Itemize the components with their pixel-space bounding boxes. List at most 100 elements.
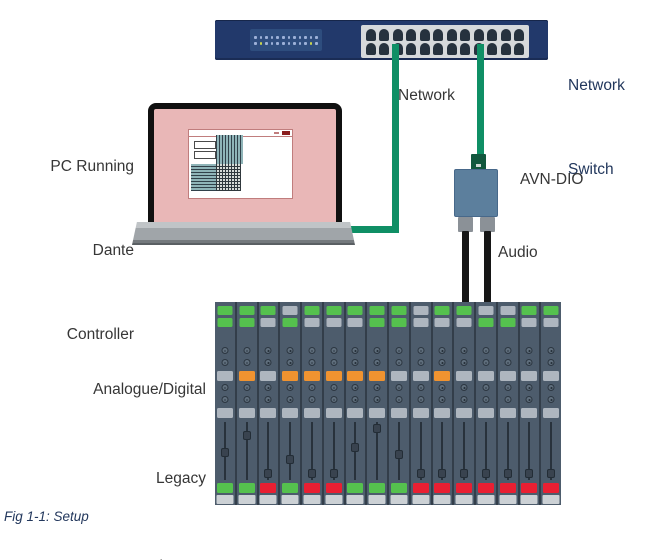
fader-knob — [481, 469, 490, 478]
channel-scribble-strip — [303, 495, 321, 504]
pc-label-line2: Dante — [92, 242, 134, 259]
dante-controller-window — [188, 129, 293, 199]
ethernet-port — [406, 28, 417, 41]
rotary-knob — [525, 347, 533, 354]
status-led — [315, 35, 318, 39]
rotary-knob — [221, 359, 229, 366]
channel-select-button — [477, 408, 494, 418]
led-row — [254, 35, 318, 39]
channel-top-button-1 — [326, 306, 342, 315]
ethernet-port — [487, 42, 498, 55]
ethernet-port — [460, 42, 471, 55]
channel-mute-button — [412, 483, 429, 493]
channel-top-button-2 — [391, 318, 407, 327]
channel-top-button-2 — [434, 318, 450, 327]
ethernet-port — [419, 42, 430, 55]
channel-select-button — [238, 408, 255, 418]
fader-knob — [394, 450, 403, 459]
ethernet-port — [392, 28, 403, 41]
ethernet-port — [460, 28, 471, 41]
channel-top-button-1 — [456, 306, 472, 315]
rotary-knob — [395, 359, 403, 366]
network-cable-switch-to-pc-horizontal — [341, 226, 399, 233]
channel-mute-button — [521, 483, 538, 493]
fader-knob — [547, 469, 556, 478]
channel-select-button — [282, 408, 299, 418]
network-switch-label: Network Switch — [568, 16, 625, 240]
channel-strip — [454, 302, 474, 505]
channel-select-button — [499, 408, 516, 418]
rotary-knob — [264, 347, 272, 354]
fader-knob — [307, 469, 316, 478]
channel-strip — [345, 302, 366, 505]
network-cable-switch-to-pc-vertical — [392, 44, 399, 233]
port-row — [366, 28, 524, 41]
rotary-knob — [308, 396, 316, 403]
fader-track — [528, 422, 531, 480]
rotary-knob — [417, 396, 425, 403]
channel-mute-button — [499, 483, 516, 493]
audio-cable-label: Audio — [498, 244, 538, 261]
rotary-knob — [460, 347, 468, 354]
fader-track — [267, 422, 270, 480]
rotary-knob — [221, 347, 229, 354]
channel-scribble-strip — [216, 495, 234, 504]
channel-mute-button — [216, 483, 233, 493]
channel-aux-button — [260, 371, 277, 381]
channel-top-button-2 — [260, 318, 276, 327]
channel-scribble-strip — [238, 495, 256, 504]
channel-scribble-strip — [520, 495, 538, 504]
channel-scribble-strip — [346, 495, 364, 504]
channel-top-button-1 — [347, 306, 363, 315]
fader-track — [332, 422, 335, 480]
audio-cable-right — [484, 231, 491, 303]
channel-strip — [302, 302, 322, 505]
rotary-knob — [482, 396, 490, 403]
channel-scribble-strip — [455, 495, 473, 504]
channel-mute-button — [260, 483, 277, 493]
channel-aux-button — [347, 371, 364, 381]
channel-strip — [215, 302, 235, 505]
fader-track — [463, 422, 466, 480]
channel-top-button-1 — [260, 306, 276, 315]
status-led — [287, 41, 291, 45]
legacy-equipment-label: Analogue/Digital Legacy Equipment — [26, 316, 206, 560]
channel-top-button-1 — [521, 306, 537, 315]
routing-matrix-horizontal-stripes — [191, 164, 216, 191]
status-led — [287, 35, 291, 39]
status-led — [276, 41, 279, 45]
legacy-label-line2: Legacy — [156, 469, 206, 487]
status-led — [254, 35, 257, 39]
rotary-knob — [504, 347, 512, 354]
fader-knob — [416, 469, 425, 478]
channel-top-button-1 — [478, 306, 494, 315]
ethernet-port — [446, 42, 457, 55]
rotary-knob — [417, 359, 425, 366]
rotary-knob — [351, 384, 359, 391]
channel-top-button-2 — [239, 318, 255, 327]
channel-aux-button — [282, 371, 299, 381]
channel-mute-button — [303, 483, 320, 493]
rotary-knob — [351, 359, 359, 366]
status-led — [281, 41, 285, 45]
channel-mute-button — [282, 483, 299, 493]
status-led — [259, 35, 263, 39]
fader-knob — [438, 469, 447, 478]
rotary-knob — [351, 347, 359, 354]
channel-scribble-strip — [325, 495, 343, 504]
switch-led-panel — [250, 29, 322, 51]
channel-strip — [367, 302, 387, 505]
channel-aux-button — [216, 371, 233, 381]
rotary-knob — [460, 396, 468, 403]
fader-track — [376, 422, 379, 480]
channel-select-button — [260, 408, 277, 418]
rotary-knob — [547, 384, 555, 391]
status-led — [254, 41, 257, 45]
network-cable-switch-to-dio — [477, 44, 484, 156]
rotary-knob — [395, 347, 403, 354]
rotary-knob — [417, 347, 425, 354]
channel-select-button — [456, 408, 473, 418]
routing-matrix-crosspoint-grid — [216, 164, 241, 191]
channel-aux-button — [499, 371, 516, 381]
dio-audio-connector-left — [458, 217, 473, 232]
